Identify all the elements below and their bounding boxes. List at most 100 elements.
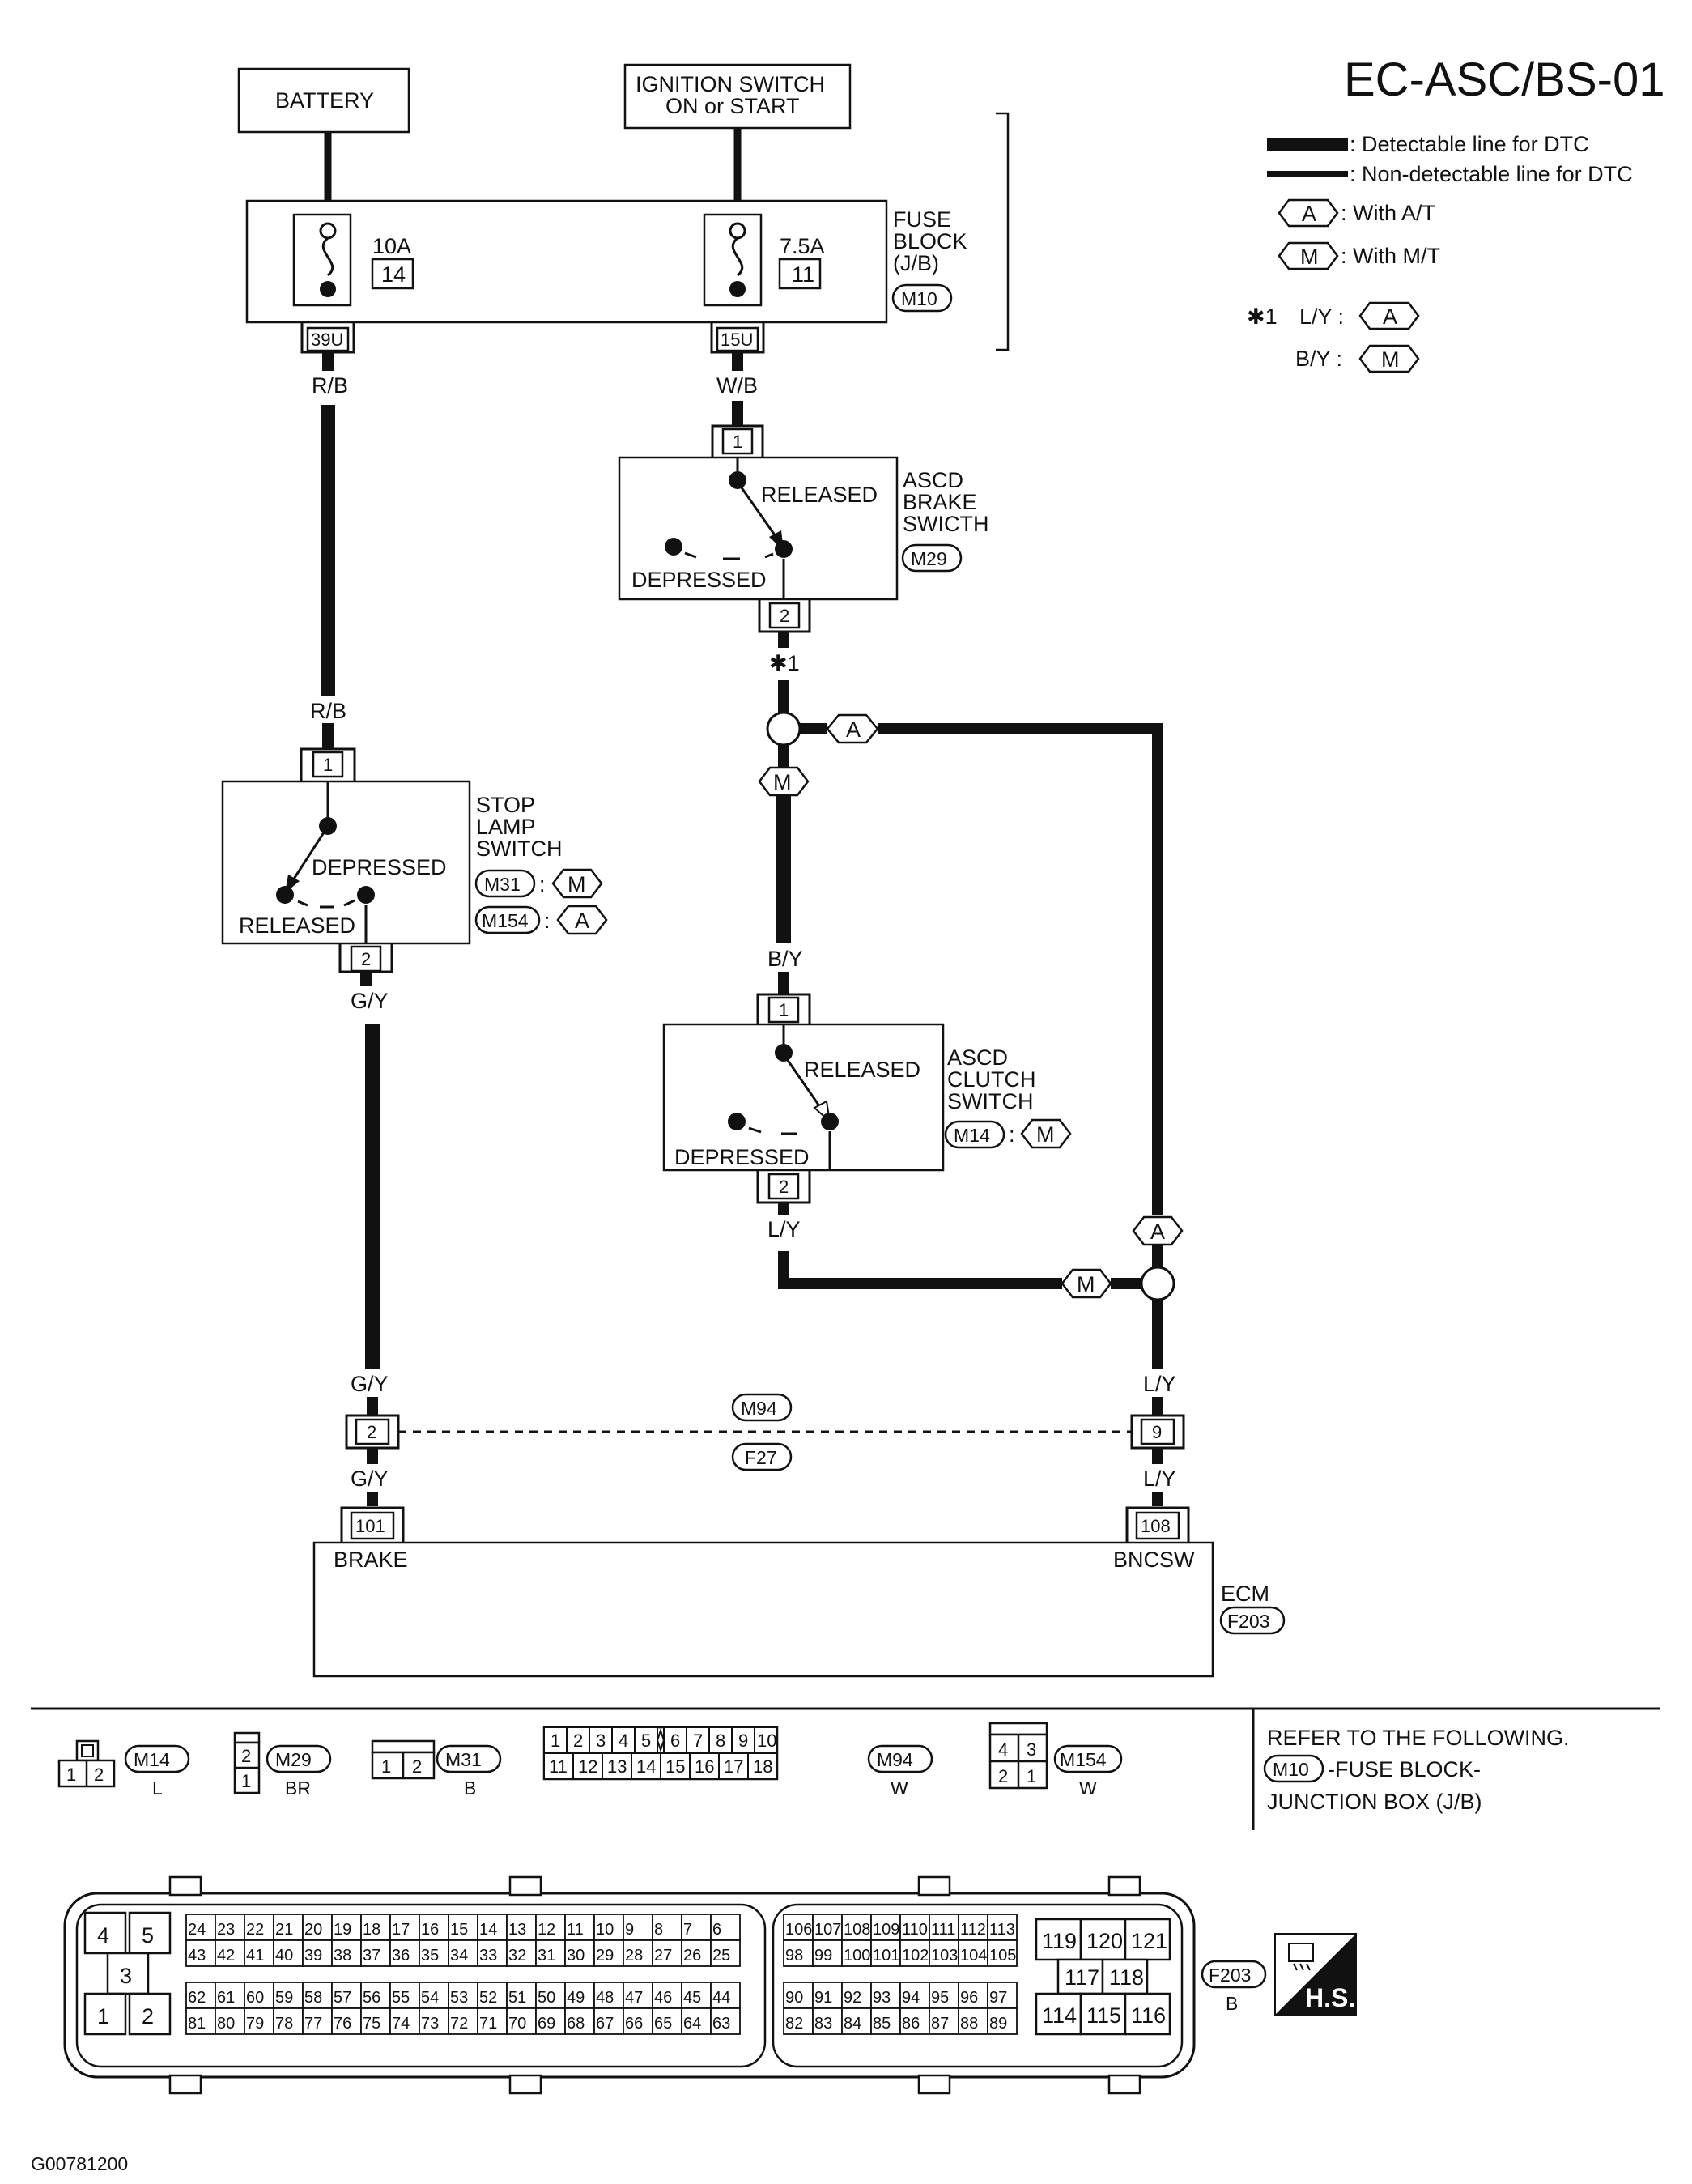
f203-pin: 68 (567, 2015, 585, 2033)
stop-lamp-contact-no (276, 886, 294, 904)
f203-pin: 23 (217, 1921, 235, 1939)
ecm-pin-101: 101 (340, 1506, 405, 1543)
f203-pin: 85 (873, 2015, 891, 2033)
joint-connector-f27: F27 (731, 1442, 793, 1471)
svg-text:118: 118 (1109, 1965, 1144, 1990)
f203-pin: 61 (217, 1989, 235, 2007)
svg-text:121: 121 (1131, 1929, 1167, 1953)
wire-gy-label-ecm: G/Y (351, 1467, 389, 1491)
svg-text:2: 2 (367, 1422, 376, 1442)
route-at-tag-top: A (826, 713, 879, 744)
splice-top (766, 711, 801, 747)
f203-pin: 90 (785, 1989, 803, 2007)
splice-bottom (1140, 1266, 1175, 1301)
svg-text:9: 9 (1152, 1422, 1162, 1442)
f203-pin: 16 (421, 1921, 439, 1939)
stop-lamp-colon2: : (544, 909, 551, 933)
svg-text:M10: M10 (1273, 1759, 1309, 1780)
f203-pin: 47 (625, 1989, 643, 2007)
svg-text:115: 115 (1086, 2003, 1121, 2028)
f203-pin: 91 (814, 1989, 832, 2007)
f203-pin: 70 (508, 2015, 526, 2033)
svg-text:B: B (464, 1777, 476, 1799)
svg-text:1: 1 (1027, 1766, 1036, 1786)
fuse-block-line2: BLOCK (893, 229, 967, 253)
f203-pin: 25 (712, 1947, 730, 1965)
m94-pin: 13 (607, 1756, 627, 1777)
f203-pin: 107 (814, 1921, 841, 1939)
ignition-line1: IGNITION SWITCH (636, 72, 825, 96)
ignition-switch-box (623, 63, 852, 130)
f203-pin: 110 (902, 1921, 928, 1939)
f203-pin: 74 (392, 2015, 410, 2033)
wire-wb-label: W/B (716, 373, 758, 398)
f203-pin: 40 (275, 1947, 293, 1965)
svg-text:M31: M31 (445, 1749, 482, 1770)
svg-text:2: 2 (998, 1766, 1008, 1786)
route-mt-tag-bottom: M (1061, 1268, 1112, 1299)
fuse-14-top (319, 222, 337, 240)
f203-pin: 98 (785, 1947, 803, 1965)
f203-pin: 24 (188, 1921, 206, 1939)
svg-text:4: 4 (97, 1923, 109, 1948)
battery-box (237, 67, 410, 134)
m94-pin: 10 (757, 1731, 776, 1751)
stop-lamp-mt-tag: M (551, 868, 603, 899)
f203-pin: 63 (712, 2015, 730, 2033)
f203-pin: 72 (450, 2015, 468, 2033)
svg-text:M94: M94 (741, 1398, 777, 1419)
legend-by: B/Y : (1295, 347, 1342, 371)
svg-text:BR: BR (285, 1777, 311, 1799)
ecm-pin-108: 108 (1125, 1506, 1190, 1543)
clutch-switch-connector-m14: M14 (944, 1120, 1005, 1149)
svg-text:2: 2 (142, 2004, 154, 2029)
m94-pin: 15 (665, 1756, 685, 1777)
brake-switch-contact-no (665, 538, 682, 556)
fuse-block-bracket (996, 112, 1010, 351)
m94-pin: 9 (738, 1731, 748, 1751)
route-at-tag-right: A (1132, 1215, 1184, 1246)
f203-pin: 21 (275, 1921, 293, 1939)
f203-pin: 37 (363, 1947, 380, 1965)
f203-pin: 95 (931, 1989, 949, 2007)
refer-connector-m10: M10 (1263, 1754, 1324, 1783)
legend-star1: ✱1 (1247, 304, 1278, 329)
m94-pin: 1 (551, 1731, 560, 1751)
brake-switch-arm (738, 483, 779, 539)
f203-pin: 100 (844, 1947, 870, 1965)
fuse-14-number-box (371, 258, 414, 290)
f203-pin: 15 (450, 1921, 468, 1939)
wire-gy-label-joint-top: G/Y (351, 1372, 389, 1396)
joint-pin-2: 2 (345, 1414, 400, 1450)
refer-line2: -FUSE BLOCK- (1328, 1757, 1481, 1782)
f203-pin: 106 (785, 1921, 812, 1939)
f203-pin: 27 (654, 1947, 672, 1965)
f203-pin: 86 (902, 2015, 920, 2033)
f203-pin: 19 (334, 1921, 351, 1939)
svg-text:1: 1 (733, 432, 742, 452)
stop-lamp-line1: STOP (476, 793, 535, 817)
svg-text:W: W (891, 1777, 908, 1799)
f203-pin: 111 (931, 1921, 955, 1939)
f203-pin: 65 (654, 2015, 672, 2033)
f203-pin: 67 (596, 2015, 614, 2033)
f203-pin: 12 (538, 1921, 555, 1939)
wire-rb-label-bottom: R/B (310, 699, 346, 723)
f203-pin: 59 (275, 1989, 293, 2007)
f203-pin: 39 (304, 1947, 322, 1965)
fuse-14-number: 14 (381, 262, 406, 287)
fuse-11-element (731, 236, 744, 277)
stop-lamp-switch-box (221, 780, 471, 945)
wire-ly-mt-route (778, 1251, 1062, 1289)
svg-text:H.S.: H.S. (1305, 1983, 1355, 2012)
wire-ly-label-joint-top: L/Y (1143, 1372, 1176, 1396)
svg-text:F203: F203 (1227, 1611, 1269, 1632)
legend-with-mt: : With M/T (1341, 244, 1440, 268)
f203-pin: 35 (421, 1947, 439, 1965)
fuse-11-number-box (778, 258, 822, 290)
clutch-switch-contact-top (775, 1044, 793, 1062)
wire-ly-label-ecm: L/Y (1143, 1467, 1176, 1491)
m94-pin: 14 (636, 1756, 656, 1777)
svg-text:A: A (1302, 202, 1316, 226)
stop-lamp-released: RELEASED (239, 913, 355, 938)
